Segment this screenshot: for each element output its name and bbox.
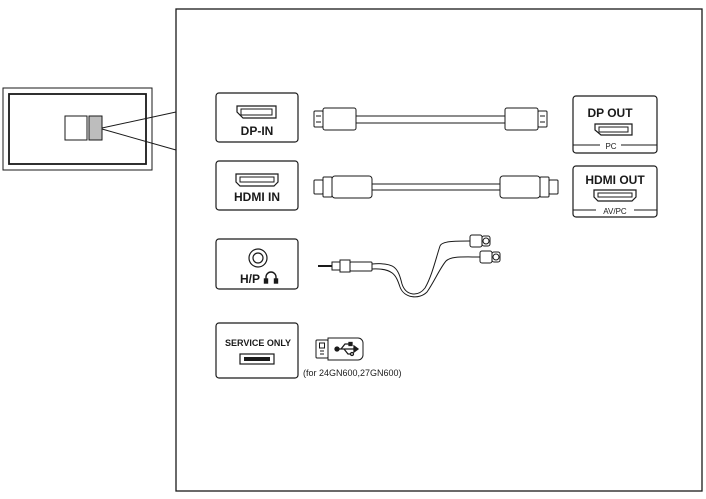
hdmi-out-source: HDMI OUT AV/PC xyxy=(572,165,658,218)
dp-cable xyxy=(313,107,548,131)
port-area-highlight xyxy=(88,115,103,141)
monitor-rear-overview xyxy=(2,87,177,171)
usb-models-note: (for 24GN600,27GN600) xyxy=(303,368,402,378)
port-area-left xyxy=(64,115,88,141)
dp-out-sublabel: PC xyxy=(605,142,616,151)
dp-out-source: DP OUT PC xyxy=(572,95,658,154)
hdmi-out-label: HDMI OUT xyxy=(585,173,645,187)
headphone-label: H/P xyxy=(240,272,260,286)
hdmi-cable xyxy=(313,175,559,199)
headphone-icon xyxy=(263,271,279,284)
headphone-port: H/P xyxy=(215,238,299,290)
hdmi-in-label: HDMI IN xyxy=(234,190,280,204)
hdmi-out-sublabel: AV/PC xyxy=(603,207,627,216)
service-port: SERVICE ONLY xyxy=(215,322,299,379)
dp-in-label: DP-IN xyxy=(241,124,274,138)
callout-line-top xyxy=(101,111,177,129)
callout-line-bottom xyxy=(101,128,177,151)
dp-in-port: DP-IN xyxy=(215,92,299,143)
hdmi-in-port: HDMI IN xyxy=(215,160,299,211)
usb-icon xyxy=(334,341,360,357)
dp-out-label: DP OUT xyxy=(587,106,633,120)
usb-cable xyxy=(315,337,364,361)
network-icon xyxy=(319,342,325,349)
headphone-cable xyxy=(318,234,501,298)
service-label: SERVICE ONLY xyxy=(225,338,291,348)
